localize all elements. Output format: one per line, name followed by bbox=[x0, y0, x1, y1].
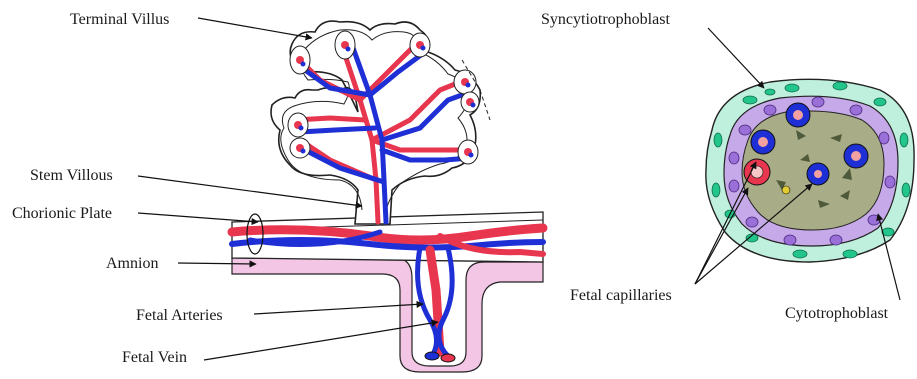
label-syncytiotrophoblast-group: Syncytiotrophoblast bbox=[541, 11, 764, 88]
label-terminal-villus: Terminal Villus bbox=[70, 11, 169, 28]
label-fetal-arteries-group: Fetal Arteries bbox=[136, 304, 423, 324]
label-fetal-vein-group: Fetal Vein bbox=[122, 322, 438, 366]
label-amnion: Amnion bbox=[106, 255, 158, 272]
label-chorionic-plate: Chorionic Plate bbox=[12, 205, 112, 222]
label-fetal-capillaries: Fetal capillaries bbox=[570, 287, 672, 304]
label-chorionic-plate-group: Chorionic Plate bbox=[12, 205, 258, 222]
label-cytotrophoblast: Cytotrophoblast bbox=[785, 305, 889, 322]
villous-tree-illustration bbox=[232, 21, 543, 372]
amnion-layer bbox=[232, 258, 543, 372]
label-stem-villous: Stem Villous bbox=[30, 167, 113, 184]
label-fetal-vein: Fetal Vein bbox=[122, 349, 187, 366]
label-terminal-villus-group: Terminal Villus bbox=[70, 11, 312, 38]
label-syncytiotrophoblast: Syncytiotrophoblast bbox=[541, 11, 670, 28]
label-fetal-arteries: Fetal Arteries bbox=[136, 307, 223, 324]
